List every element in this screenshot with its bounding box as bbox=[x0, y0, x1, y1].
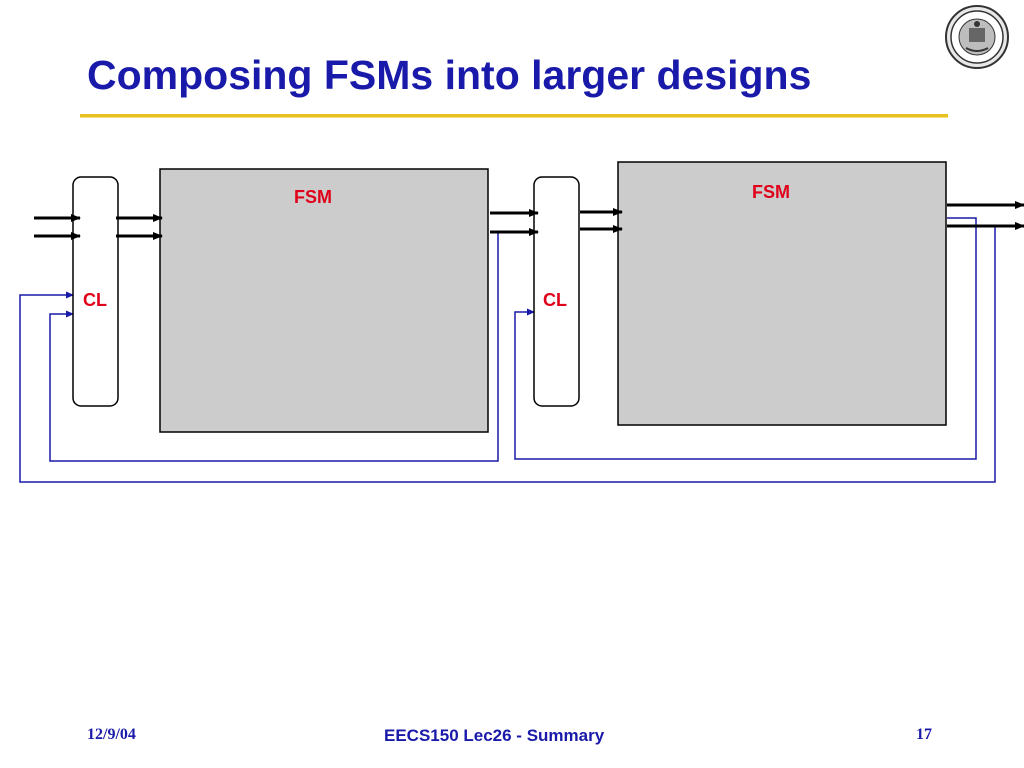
university-seal-icon bbox=[945, 5, 1009, 69]
fsm1-to-cl2-arrows bbox=[490, 209, 539, 236]
footer-course: EECS150 Lec26 - Summary bbox=[384, 726, 605, 745]
fsm-block-2 bbox=[617, 161, 947, 426]
slide-title: Composing FSMs into larger designs bbox=[87, 52, 812, 98]
cl-label-2: CL bbox=[543, 290, 567, 310]
output-arrows bbox=[947, 201, 1024, 230]
cl-block-2 bbox=[533, 176, 580, 407]
cl2-to-fsm2-arrows bbox=[580, 208, 623, 233]
fsm-block-1 bbox=[159, 168, 489, 433]
footer-page-number: 17 bbox=[916, 726, 932, 743]
footer-date: 12/9/04 bbox=[87, 726, 136, 743]
cl-block-1 bbox=[72, 176, 119, 407]
cl1-to-fsm1-arrows bbox=[116, 214, 163, 240]
cl-label-1: CL bbox=[83, 290, 107, 310]
input-arrows bbox=[34, 214, 81, 240]
title-underline bbox=[80, 114, 948, 118]
fsm-label-1: FSM bbox=[294, 187, 332, 207]
inner-feedback-wire-2 bbox=[514, 217, 977, 460]
fsm-label-2: FSM bbox=[752, 182, 790, 202]
